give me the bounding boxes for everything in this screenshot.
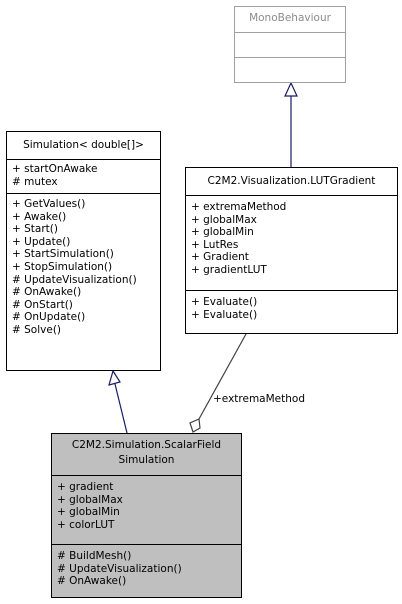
aggregation-diamond <box>189 418 201 433</box>
attribute-item: + globalMin <box>57 506 120 519</box>
attribute-item: + gradientLUT <box>191 263 267 276</box>
attribute-item: + Gradient <box>191 251 249 264</box>
class-box-simulation[interactable]: Simulation< double[]> + startOnAwake # m… <box>6 131 161 371</box>
method-item: + StopSimulation() <box>12 260 113 273</box>
methods-section-monobehaviour <box>235 57 345 82</box>
inheritance-arrowhead-simulation <box>108 369 121 386</box>
attribute-item: # mutex <box>12 175 58 188</box>
class-name-simulation: Simulation< double[]> <box>23 139 144 151</box>
method-item: + Awake() <box>12 210 67 223</box>
method-item: # Solve() <box>12 323 62 336</box>
attributes-section-lutgradient: + extremaMethod + globalMax + globalMin … <box>186 195 397 290</box>
class-name-line-2: Simulation <box>118 454 175 466</box>
inheritance-arrowhead-mono <box>284 81 298 97</box>
attribute-item: + globalMax <box>191 213 257 226</box>
attribute-item: + globalMin <box>191 226 254 239</box>
attributes-section-monobehaviour <box>235 32 345 57</box>
method-item: # OnAwake() <box>12 286 82 299</box>
method-item: + Evaluate() <box>191 308 258 321</box>
class-name-scalarfieldsimulation: C2M2.Simulation.ScalarField Simulation <box>52 434 241 475</box>
attribute-item: + globalMax <box>57 493 123 506</box>
method-item: + GetValues() <box>12 198 86 210</box>
class-box-monobehaviour[interactable]: MonoBehaviour <box>234 6 346 83</box>
attributes-section-scalarfieldsimulation: + gradient + globalMax + globalMin + col… <box>52 475 241 544</box>
attribute-item: + LutRes <box>191 238 239 251</box>
class-name-line-1: C2M2.Simulation.ScalarField <box>71 439 222 451</box>
method-item: # UpdateVisualization() <box>57 562 182 575</box>
methods-section-lutgradient: + Evaluate() + Evaluate() <box>186 290 397 321</box>
methods-section-scalarfieldsimulation: # BuildMesh() # UpdateVisualization() # … <box>52 544 241 588</box>
method-item: # OnStart() <box>12 298 73 311</box>
method-item: # OnUpdate() <box>12 311 86 324</box>
class-name-lutgradient: C2M2.Visualization.LUTGradient <box>207 175 376 187</box>
aggregation-edge <box>198 333 247 420</box>
class-box-scalarfieldsimulation[interactable]: C2M2.Simulation.ScalarField Simulation +… <box>51 433 242 598</box>
inheritance-edge-scalar-to-simulation <box>114 383 128 434</box>
class-name-monobehaviour: MonoBehaviour <box>249 12 331 24</box>
attribute-item: + gradient <box>57 481 114 493</box>
attribute-item: + extremaMethod <box>191 201 287 213</box>
method-item: # UpdateVisualization() <box>12 273 137 286</box>
method-item: + StartSimulation() <box>12 248 114 261</box>
method-item: + Update() <box>12 235 71 248</box>
method-item: + Start() <box>12 223 58 236</box>
method-item: + Evaluate() <box>191 296 258 308</box>
attribute-item: + colorLUT <box>57 518 115 531</box>
attribute-item: + startOnAwake <box>12 163 98 175</box>
class-box-lutgradient[interactable]: C2M2.Visualization.LUTGradient + extrema… <box>185 167 398 334</box>
attributes-section-simulation: + startOnAwake # mutex <box>7 159 160 193</box>
aggregation-label: +extremaMethod <box>213 393 305 405</box>
method-item: # OnAwake() <box>57 575 127 588</box>
method-item: # BuildMesh() <box>57 550 132 562</box>
methods-section-simulation: + GetValues() + Awake() + Start() + Upda… <box>7 193 160 337</box>
